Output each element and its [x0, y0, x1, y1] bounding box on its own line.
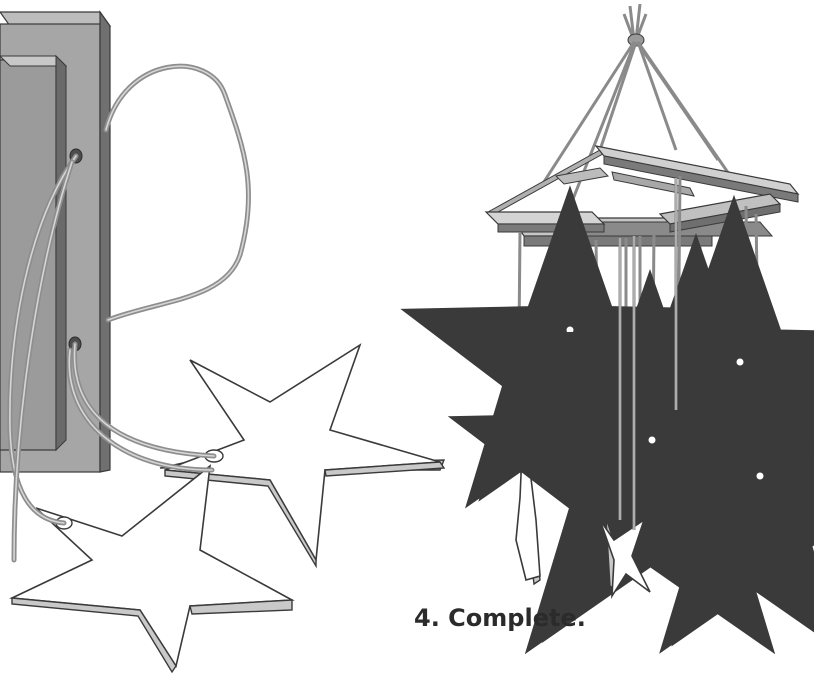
- wooden-board: [0, 10, 112, 473]
- floor-star-left: [9, 464, 295, 674]
- star-mobile: [484, 3, 800, 600]
- step-caption: 4. Complete.: [414, 604, 586, 632]
- mobile-star-8: [708, 472, 799, 567]
- mobile-star-6: [591, 420, 715, 536]
- cord-loop: [103, 63, 252, 323]
- cords-threaded: [7, 153, 217, 563]
- mobile-star-2: [521, 312, 624, 412]
- suspension-knot: [622, 3, 648, 47]
- mobile-star-7: [599, 517, 651, 600]
- suspension-strings: [538, 41, 742, 233]
- mobile-frame: [484, 145, 800, 247]
- mobile-star-5: [679, 336, 795, 445]
- mobile-star-3: [515, 446, 541, 586]
- front-strings: [618, 178, 678, 530]
